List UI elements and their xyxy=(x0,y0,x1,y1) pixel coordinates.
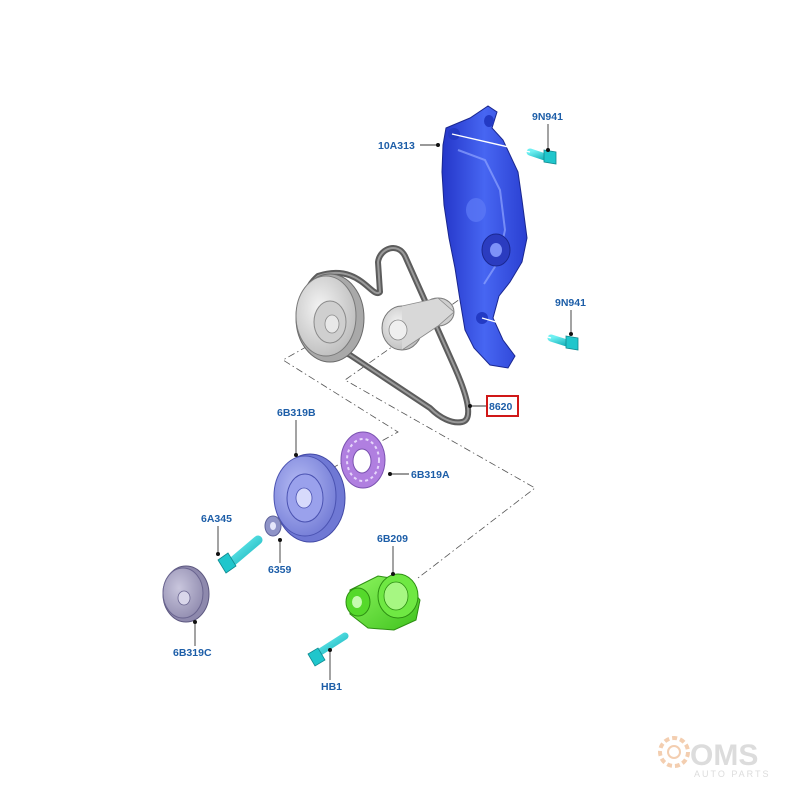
belt-highlight-box xyxy=(486,395,519,417)
washer xyxy=(264,515,282,537)
small-pulley xyxy=(162,565,210,623)
crankshaft-pulley xyxy=(273,453,346,543)
pulley-plate xyxy=(340,431,386,489)
watermark-tagline: AUTO PARTS xyxy=(694,769,771,779)
tensioner-bolt xyxy=(307,632,349,667)
watermark-brand: OMS xyxy=(690,739,758,772)
bracket-bolt-right xyxy=(547,334,579,351)
gray-pulley xyxy=(295,273,365,363)
label-pulley-plate: 6B319A xyxy=(411,469,450,481)
gear-logo-icon xyxy=(658,736,690,768)
label-bracket: 10A313 xyxy=(378,140,415,152)
oms-watermark: OMS AUTO PARTS xyxy=(658,736,771,779)
belt-tensioner xyxy=(345,573,421,631)
label-washer: 6359 xyxy=(268,564,292,576)
mounting-bracket xyxy=(441,105,528,369)
leader-lines xyxy=(193,124,573,680)
label-bolt-top: 9N941 xyxy=(532,111,563,123)
idler-pulley xyxy=(381,297,455,351)
label-crankshaft-pulley: 6B319B xyxy=(277,407,316,419)
label-bolt-right: 9N941 xyxy=(555,297,586,309)
label-tensioner: 6B209 xyxy=(377,533,408,545)
label-small-pulley: 6B319C xyxy=(173,647,212,659)
label-tensioner-bolt: HB1 xyxy=(321,681,342,693)
bracket-bolt-top xyxy=(526,148,557,165)
label-belt: 8620 xyxy=(489,401,513,413)
label-crank-bolt: 6A345 xyxy=(201,513,232,525)
crank-bolt xyxy=(217,535,263,574)
